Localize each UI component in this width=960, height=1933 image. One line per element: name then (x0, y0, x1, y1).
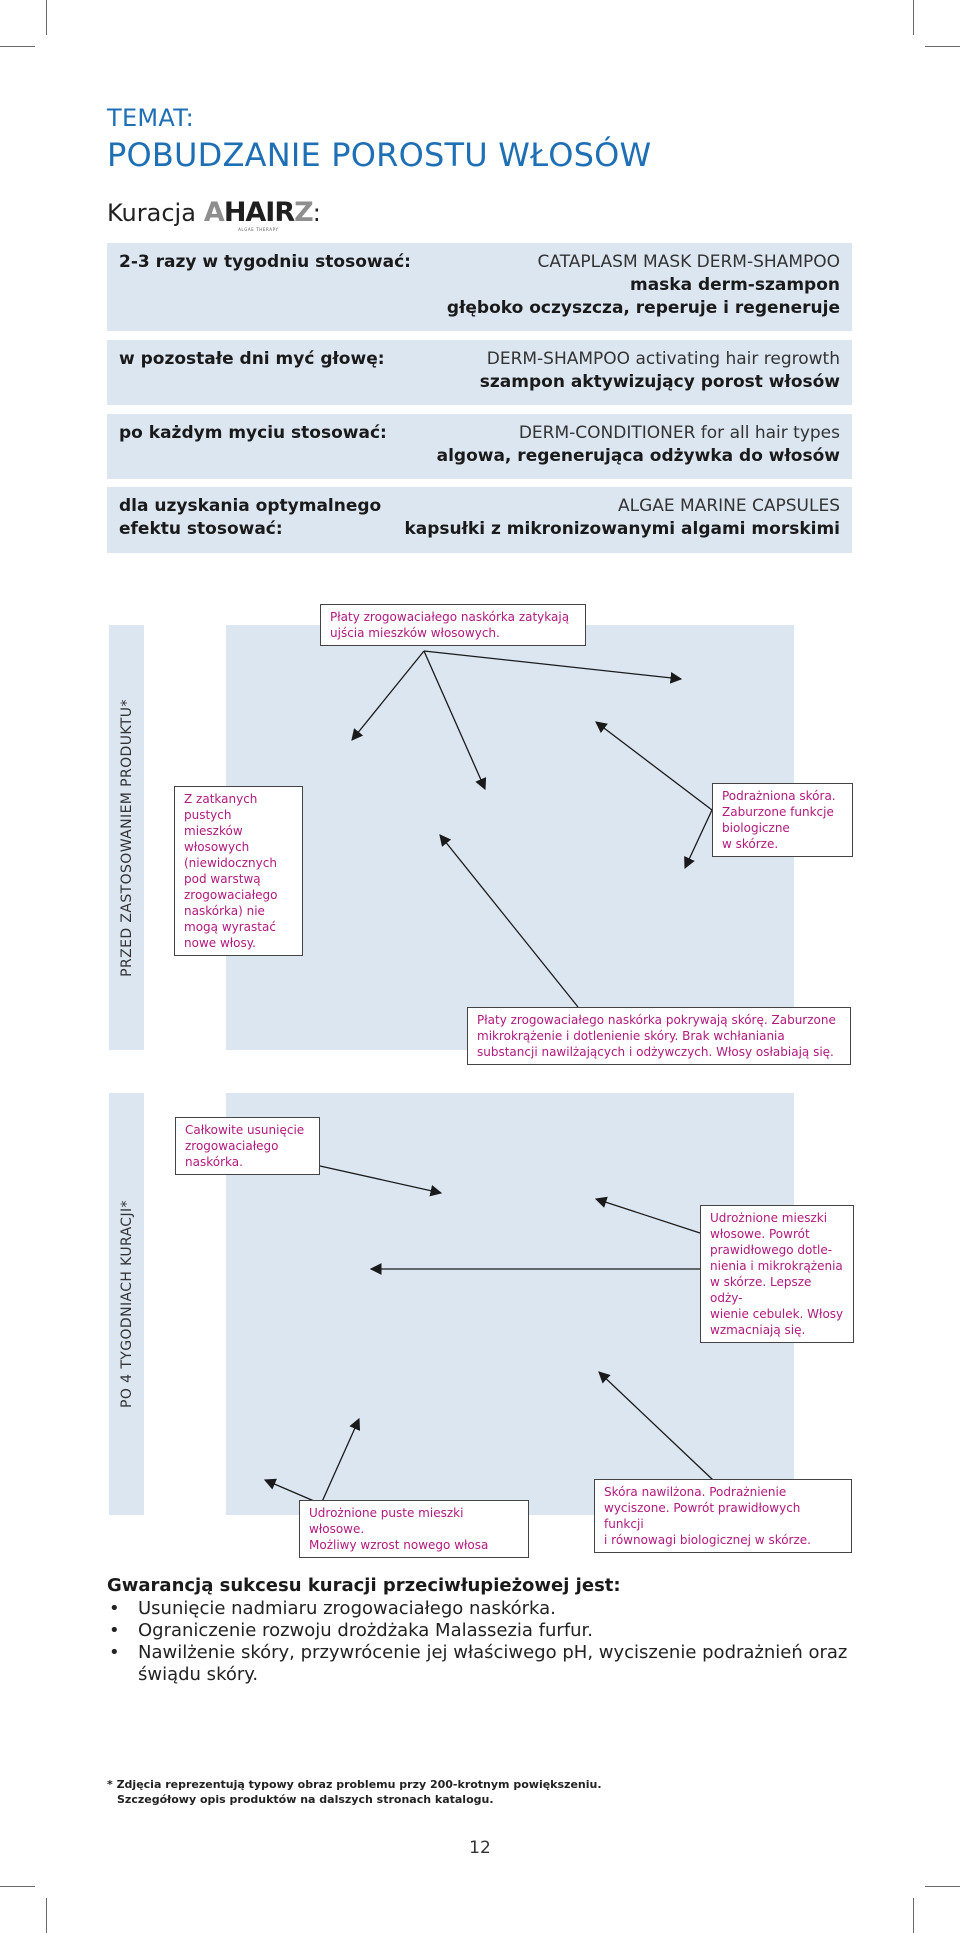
arrow (439, 834, 579, 1008)
regimen-row: w pozostałe dni myć głowę: DERM-SHAMPOO … (107, 340, 852, 405)
callout-before-bottom: Płaty zrogowaciałego naskórka pokrywają … (467, 1007, 851, 1065)
regimen-label: po każdym myciu stosować: (119, 423, 387, 443)
logo-part-hair: HAIR (223, 197, 295, 228)
product-name: DERM-SHAMPOO activating hair regrowth (486, 349, 840, 369)
arrow (595, 721, 713, 811)
crop-mark (0, 46, 35, 47)
crop-mark (46, 0, 47, 35)
list-item: Usunięcie nadmiaru zrogowaciałego naskór… (107, 1598, 852, 1620)
topic-label: TEMAT: (107, 104, 194, 132)
crop-mark (913, 0, 914, 35)
product-description: algowa, regenerująca odżywka do włosów (436, 446, 840, 466)
callout-after-bottomright: Skóra nawilżona. Podrażnienie wyciszone.… (594, 1479, 852, 1553)
kuracja-colon: : (312, 199, 321, 227)
regimen-product: DERM-CONDITIONER for all hair types algo… (437, 422, 840, 471)
product-name: DERM-CONDITIONER for all hair types (518, 423, 840, 443)
regimen-product: ALGAE MARINE CAPSULES kapsułki z mikroni… (404, 495, 840, 545)
regimen-row: 2-3 razy w tygodniu stosować: CATAPLASM … (107, 243, 852, 331)
arrow (598, 1371, 714, 1481)
guarantee-list: Usunięcie nadmiaru zrogowaciałego naskór… (107, 1598, 852, 1686)
arrow (684, 809, 713, 870)
arrow (423, 650, 487, 791)
footnote-line: * Zdjęcia reprezentują typowy obraz prob… (107, 1778, 602, 1791)
footnote-line: Szczegółowy opis produktów na dalszych s… (117, 1793, 494, 1806)
callout-after-topleft: Całkowite usunięcie zrogowaciałego naskó… (175, 1117, 320, 1175)
regimen-product: DERM-SHAMPOO activating hair regrowth sz… (480, 348, 840, 397)
logo-part-z: Z (294, 197, 314, 228)
regimen-label-line: efektu stosować: (119, 519, 283, 539)
list-item: Ograniczenie rozwoju drożdżaka Malassezi… (107, 1620, 852, 1642)
logo-subtitle: ALGAE THERAPY (238, 227, 279, 232)
guarantee-title: Gwarancją sukcesu kuracji przeciwłupieżo… (107, 1575, 621, 1596)
arrow (320, 1417, 361, 1505)
callout-after-right: Udrożnione mieszki włosowe. Powrót prawi… (700, 1205, 854, 1343)
kuracja-label: Kuracja (107, 199, 196, 227)
regimen-label-line: dla uzyskania optymalnego (119, 496, 382, 516)
footnote: * Zdjęcia reprezentują typowy obraz prob… (107, 1777, 602, 1807)
before-side-label: PRZED ZASTOSOWANIEM PRODUKTU* (109, 625, 144, 1050)
arrow (351, 650, 425, 741)
regimen-row: po każdym myciu stosować: DERM-CONDITION… (107, 414, 852, 479)
kuracja-heading: Kuracja AHAIRZ ALGAE THERAPY : (107, 199, 321, 232)
product-description: szampon aktywizujący porost włosów (479, 372, 840, 392)
callout-before-left: Z zatkanych pustych mieszków włosowych (… (174, 786, 303, 956)
crop-mark (925, 1886, 960, 1887)
page-number: 12 (469, 1838, 491, 1858)
arrow (423, 650, 683, 684)
crop-mark (0, 1886, 35, 1887)
regimen-row: dla uzyskania optymalnego efektu stosowa… (107, 487, 852, 553)
arrow (594, 1196, 701, 1234)
ahairz-logo: AHAIRZ ALGAE THERAPY (203, 197, 314, 232)
regimen-label: dla uzyskania optymalnego efektu stosowa… (119, 495, 381, 545)
arrow (319, 1165, 443, 1197)
list-item: Nawilżenie skóry, przywrócenie jej właśc… (107, 1642, 852, 1686)
product-description: maska derm-szampon (629, 275, 840, 295)
after-micrograph (226, 1093, 794, 1515)
callout-after-bottomleft: Udrożnione puste mieszki włosowe. Możliw… (299, 1500, 529, 1558)
regimen-label: w pozostałe dni myć głowę: (119, 349, 385, 369)
product-name: CATAPLASM MASK DERM-SHAMPOO (537, 252, 840, 272)
crop-mark (925, 46, 960, 47)
crop-mark (46, 1898, 47, 1933)
callout-before-right: Podrażniona skóra. Zaburzone funkcje bio… (712, 783, 853, 857)
page-title: POBUDZANIE POROSTU WŁOSÓW (107, 136, 652, 174)
product-description: kapsułki z mikronizowanymi algami morski… (404, 519, 840, 539)
product-description: głęboko oczyszcza, reperuje i regeneruje (446, 298, 840, 318)
after-side-label: PO 4 TYGODNIACH KURACJI* (109, 1093, 144, 1515)
regimen-product: CATAPLASM MASK DERM-SHAMPOO maska derm-s… (447, 251, 840, 323)
regimen-label: 2-3 razy w tygodniu stosować: (119, 252, 411, 272)
crop-mark (913, 1898, 914, 1933)
logo-part-a: A (203, 197, 225, 228)
callout-before-top: Płaty zrogowaciałego naskórka zatykają u… (320, 604, 586, 646)
product-name: ALGAE MARINE CAPSULES (617, 496, 840, 516)
